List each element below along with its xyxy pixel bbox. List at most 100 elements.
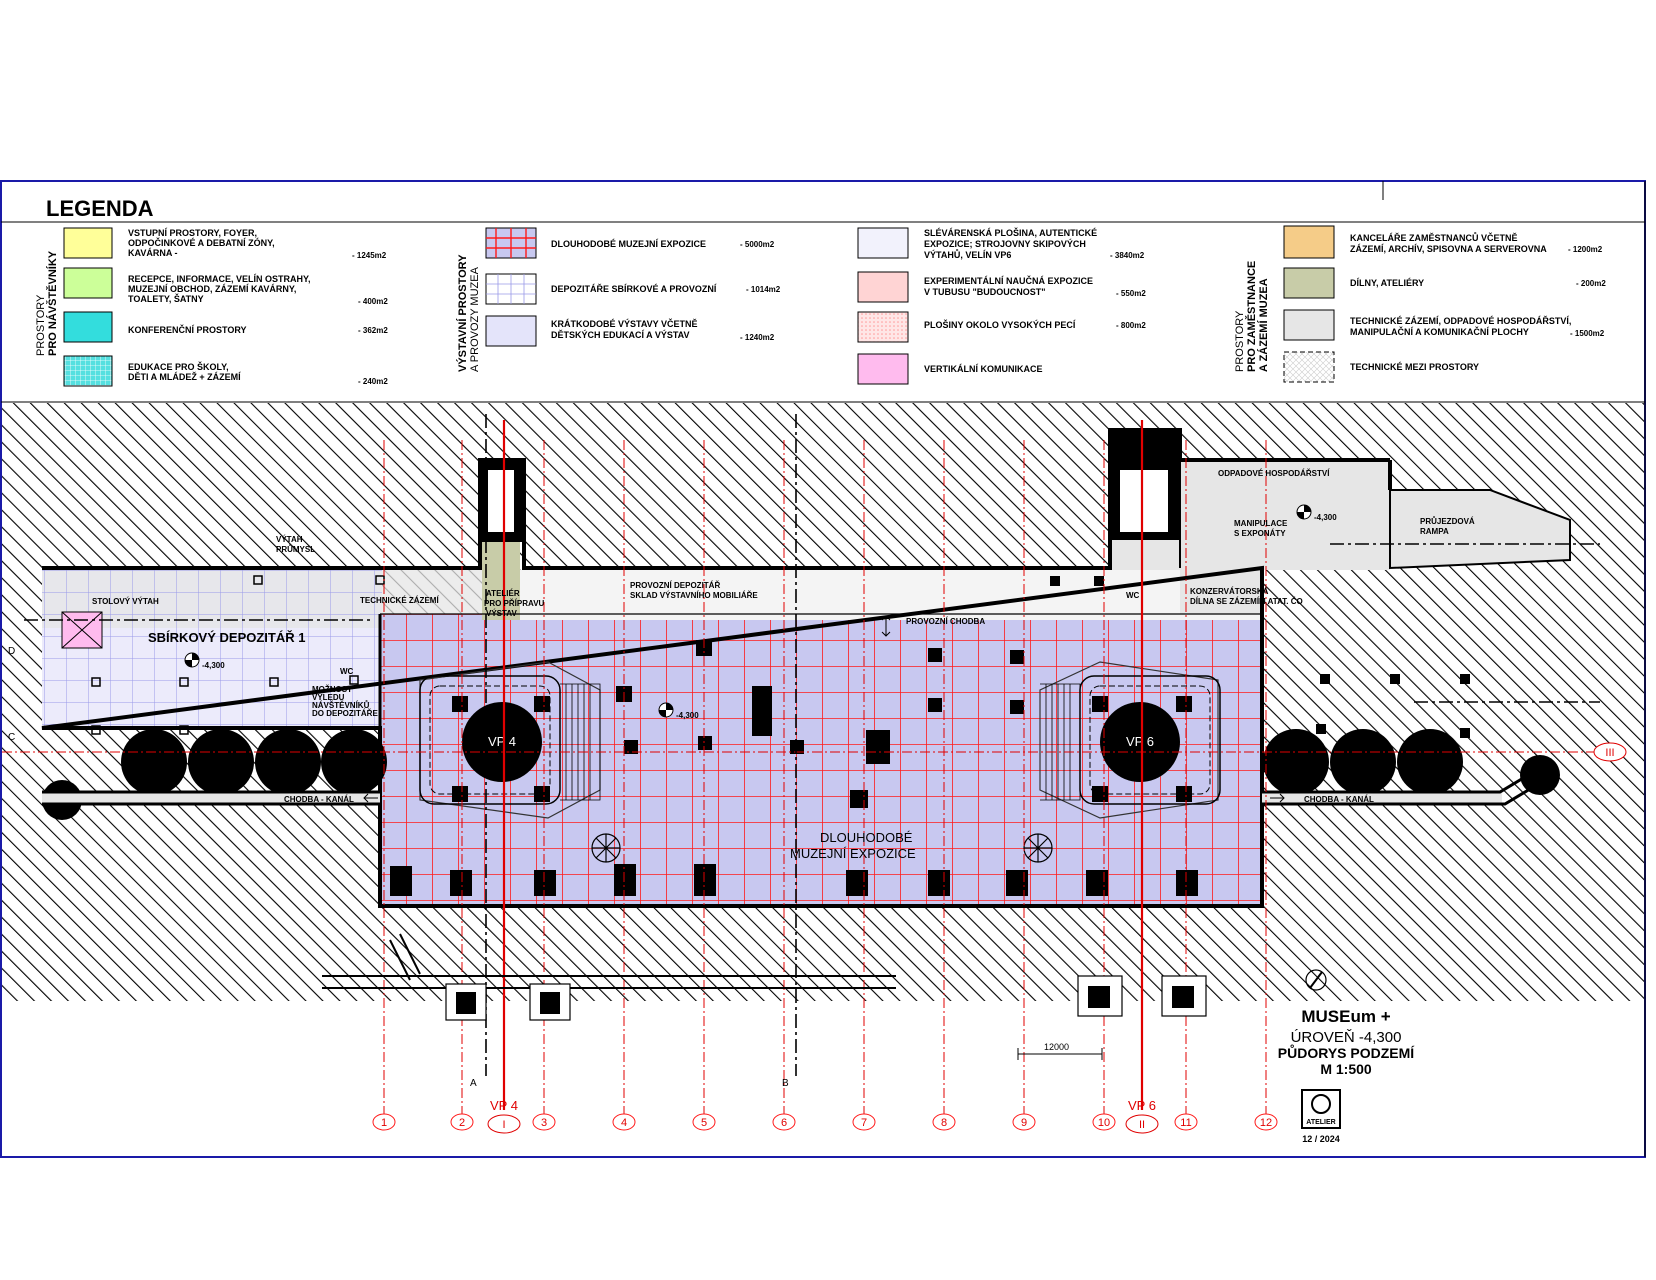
label-atelier: ATELIÉR: [486, 589, 520, 598]
svg-text:VP 4: VP 4: [488, 734, 516, 749]
legend-item-shortterm: KRÁTKODOBÉ VÝSTAVY VČETNĚ DĚTSKÝCH EDUKA…: [485, 315, 775, 347]
channel-right: [1262, 792, 1502, 804]
section-lines: [24, 414, 1600, 1076]
axis-bubble-label: 11: [1180, 1117, 1191, 1129]
legend-group-exhibition: VÝSTAVNÍ PROSTORY: [456, 254, 469, 372]
room-workshop: [482, 540, 520, 620]
arrow-left: [363, 793, 378, 803]
axis-bubble: [932, 1113, 956, 1131]
legend-item-furnace-platforms: PLOŠINY OKOLO VYSOKÝCH PECÍ - 800m2: [857, 311, 1146, 343]
svg-text:KAVÁRNA -: KAVÁRNA -: [128, 248, 178, 258]
axis-bubble: [532, 1113, 556, 1131]
svg-text:PRO ZAMĚSTNANCE: PRO ZAMĚSTNANCE: [1245, 261, 1258, 372]
svg-text:A ZÁZEMÍ MUZEA: A ZÁZEMÍ MUZEA: [1257, 278, 1270, 372]
label-longterm-expo: DLOUHODOBÉ: [820, 830, 913, 845]
tanks-left: [42, 729, 387, 820]
svg-text:TECHNICKÉ MEZI PROSTORY: TECHNICKÉ MEZI PROSTORY: [1350, 362, 1479, 372]
svg-text:RAMPA: RAMPA: [1420, 527, 1449, 536]
svg-text:MUZEJNÍ EXPOZICE: MUZEJNÍ EXPOZICE: [790, 846, 916, 861]
furnace-vp6: VP 6: [1039, 661, 1221, 819]
axis-label-vp4-roman: I: [502, 1119, 505, 1131]
floor-plan: VP 4 VP 6: [2, 403, 1644, 1134]
project-name: MUSEum +: [1301, 1007, 1390, 1026]
svg-text:EDUKACE PRO ŠKOLY,: EDUKACE PRO ŠKOLY,: [128, 361, 229, 372]
svg-text:- 1500m2: - 1500m2: [1570, 329, 1605, 338]
axis-bubble: [1092, 1113, 1116, 1131]
legend-group-staff: PROSTORY: [1234, 310, 1246, 372]
svg-text:- 1245m2: - 1245m2: [352, 251, 387, 260]
depot-columns: [91, 575, 385, 735]
fan-symbol: [591, 833, 1053, 863]
svg-text:-4,300: -4,300: [676, 711, 699, 720]
outer-walls: [41, 428, 1392, 908]
drawing-name: PŮDORYS PODZEMÍ: [1278, 1043, 1415, 1061]
room-manipulation: [1180, 460, 1390, 570]
label-wc-left: WC: [340, 667, 354, 676]
svg-text:DĚTSKÝCH EDUKACÍ A VÝSTAV: DĚTSKÝCH EDUKACÍ A VÝSTAV: [551, 329, 690, 340]
legend-item-offices: KANCELÁŘE ZAMĚSTNANCŮ VČETNĚ ZÁZEMÍ, ARC…: [1283, 225, 1603, 259]
label-conservation: KONZERVÁTORSKÁ: [1190, 587, 1269, 596]
axis-bubble-label: 4: [621, 1117, 627, 1129]
svg-text:S EXPONÁTY: S EXPONÁTY: [1234, 529, 1286, 538]
svg-text:ZÁZEMÍ, ARCHÍV, SPISOVNA A SER: ZÁZEMÍ, ARCHÍV, SPISOVNA A SERVEROVNA: [1350, 244, 1547, 254]
axis-bubble: [1254, 1113, 1278, 1131]
tanks-right: [1263, 729, 1560, 795]
svg-text:ODPOČINKOVÉ A DEBATNÍ ZÓNY,: ODPOČINKOVÉ A DEBATNÍ ZÓNY,: [128, 237, 275, 248]
label-wc-right: WC: [1126, 591, 1140, 600]
legend-item-conference: KONFERENČNÍ PROSTORY - 362m2: [63, 311, 388, 343]
svg-text:- 200m2: - 200m2: [1576, 279, 1606, 288]
svg-text:PRŮMYSL: PRŮMYSL: [276, 544, 315, 554]
svg-text:- 240m2: - 240m2: [358, 377, 388, 386]
section-marker-b: B: [782, 1078, 789, 1089]
legend-group-visitors: PROSTORY: [35, 294, 47, 356]
furnace-vp4: VP 4: [419, 661, 601, 819]
svg-text:SKLAD VÝSTAVNÍHO MOBILIÁŘE: SKLAD VÝSTAVNÍHO MOBILIÁŘE: [630, 591, 758, 600]
legend-item-entry: VSTUPNÍ PROSTORY, FOYER, ODPOČINKOVÉ A D…: [63, 227, 387, 260]
label-channel-right: CHODBA - KANÁL: [1304, 795, 1374, 804]
label-channel-left: CHODBA - KANÁL: [284, 795, 354, 804]
svg-text:VERTIKÁLNÍ KOMUNIKACE: VERTIKÁLNÍ KOMUNIKACE: [924, 364, 1043, 374]
drawing-scale: M 1:500: [1320, 1061, 1372, 1077]
axis-bubble: [1174, 1113, 1198, 1131]
legend-item-education: EDUKACE PRO ŠKOLY, DĚTI A MLÁDEŽ + ZÁZEM…: [63, 355, 388, 387]
svg-text:ATELIER: ATELIER: [1306, 1119, 1335, 1126]
svg-text:- 3840m2: - 3840m2: [1110, 251, 1145, 260]
svg-text:MANIPULAČNÍ A KOMUNIKAČNÍ PLOC: MANIPULAČNÍ A KOMUNIKAČNÍ PLOCHY: [1350, 326, 1529, 337]
axis-bubble: [1012, 1113, 1036, 1131]
legend-item-experimental: EXPERIMENTÁLNÍ NAUČNÁ EXPOZICE V TUBUSU …: [857, 271, 1146, 303]
svg-text:DÍLNA SE ZÁZEMÍM ATAT. ČO: DÍLNA SE ZÁZEMÍM ATAT. ČO: [1190, 597, 1303, 606]
axis-label-vp4: VP 4: [490, 1098, 518, 1113]
legend: LEGENDA PROSTORY PRO NÁVŠTĚVNÍKY VÝSTAVN…: [35, 196, 1606, 387]
svg-text:TECHNICKÉ ZÁZEMÍ, ODPADOVÉ HOS: TECHNICKÉ ZÁZEMÍ, ODPADOVÉ HOSPODÁŘSTVÍ,: [1350, 315, 1571, 326]
drawing-date: 12 / 2024: [1302, 1134, 1340, 1144]
svg-text:RECEPCE, INFORMACE, VELÍN OSTR: RECEPCE, INFORMACE, VELÍN OSTRAHY,: [128, 274, 311, 284]
east-columns: [1050, 576, 1470, 738]
svg-text:VP 6: VP 6: [1126, 734, 1154, 749]
axis-bubble: [450, 1113, 474, 1131]
section-marker-d: D: [8, 646, 15, 657]
axis-bubble: [692, 1113, 716, 1131]
svg-text:DÍLNY, ATELIÉRY: DÍLNY, ATELIÉRY: [1350, 278, 1424, 288]
legend-item-interspaces: TECHNICKÉ MEZI PROSTORY: [1283, 351, 1479, 383]
axis-bubble: [612, 1113, 636, 1131]
axis-bubble-label: 9: [1021, 1117, 1027, 1129]
svg-text:MUZEJNÍ OBCHOD, ZÁZEMÍ KAVÁRNY: MUZEJNÍ OBCHOD, ZÁZEMÍ KAVÁRNY,: [128, 284, 296, 294]
axis-bubble-label: 12: [1260, 1117, 1272, 1129]
svg-text:-4,300: -4,300: [1314, 513, 1337, 522]
north-arrow-icon: [1305, 969, 1327, 991]
svg-text:DĚTI A MLÁDEŽ + ZÁZEMÍ: DĚTI A MLÁDEŽ + ZÁZEMÍ: [128, 371, 241, 382]
legend-title: LEGENDA: [46, 196, 154, 221]
axis-bubble-label: 8: [941, 1117, 947, 1129]
svg-text:KONFERENČNÍ PROSTORY: KONFERENČNÍ PROSTORY: [128, 324, 247, 335]
label-corridor: PROVOZNÍ CHODBA: [906, 617, 985, 626]
drive-through-ramp: [1389, 489, 1571, 570]
label-tech-zone: TECHNICKÉ ZÁZEMÍ: [360, 596, 439, 605]
svg-text:12000: 12000: [1044, 1042, 1069, 1052]
svg-text:-4,300: -4,300: [202, 661, 225, 670]
axis-bubble-label: 6: [781, 1117, 787, 1129]
axis-label-vp6-roman: II: [1139, 1119, 1145, 1131]
dimension-12000: 12000: [1017, 1042, 1103, 1060]
svg-text:EXPERIMENTÁLNÍ NAUČNÁ EXPOZICE: EXPERIMENTÁLNÍ NAUČNÁ EXPOZICE: [924, 275, 1093, 286]
